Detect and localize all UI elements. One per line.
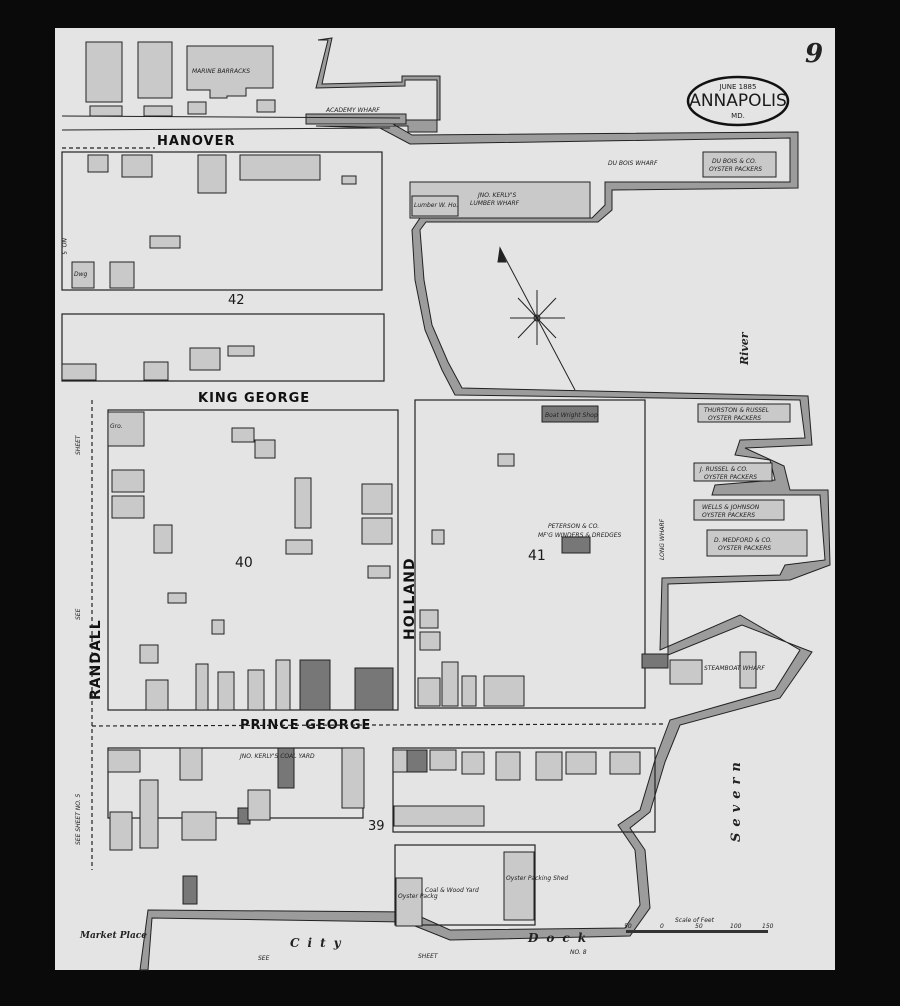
building xyxy=(89,105,123,117)
see-left-top: SEE xyxy=(75,608,82,620)
see-left-bottom: SEE SHEET NO. 5 xyxy=(75,793,82,845)
medford-label-2: OYSTER PACKERS xyxy=(718,545,771,552)
kerly-label: JNO. KERLY'S xyxy=(477,192,517,199)
sheet-left-top: SHEET xyxy=(75,434,82,455)
block-number-39: 39 xyxy=(368,819,385,834)
sheet-bottom: SHEET xyxy=(418,953,439,960)
see-bottom: SEE xyxy=(258,955,270,962)
block-number-40: 40 xyxy=(235,555,253,571)
wells-label: WELLS & JOHNSON xyxy=(702,504,760,511)
severn-label: Severn xyxy=(729,756,744,842)
oyster-packg-label: Oyster Packg xyxy=(398,893,438,900)
thurston-label-2: OYSTER PACKERS xyxy=(708,415,761,422)
du-bois-co-label-2: OYSTER PACKERS xyxy=(709,166,762,173)
no-left: NO. 5 xyxy=(60,238,67,255)
street-holland: HOLLAND xyxy=(402,557,418,640)
steamboat-wharf-label: STEAMBOAT WHARF xyxy=(704,665,765,672)
russel-label: J. RUSSEL & CO. xyxy=(699,466,748,473)
scale-tick: 50 xyxy=(695,923,703,930)
title-cartouche: JUNE 1885 ANNAPOLIS MD. xyxy=(686,75,790,127)
scale-tick: 100 xyxy=(730,923,742,930)
kerly-label-2: LUMBER WHARF xyxy=(470,200,520,207)
map-date: JUNE 1885 xyxy=(719,83,757,91)
block-number-41: 41 xyxy=(528,548,546,564)
market-place-label: Market Place xyxy=(79,931,147,941)
coal-wood-yard-label: Coal & Wood Yard xyxy=(425,887,479,894)
peterson-label: PETERSON & CO. xyxy=(548,523,599,530)
dock-label: Dock xyxy=(527,931,594,945)
boat-wright-label: Boat Wright Shop xyxy=(545,412,598,419)
block-39: 39 JNO. KERLY'S COAL YARD Oyster Packg O… xyxy=(107,747,656,927)
street-king-george: KING GEORGE xyxy=(198,391,310,406)
scale-label: Scale of Feet xyxy=(675,917,715,924)
block-number-42: 42 xyxy=(228,293,245,308)
oyster-shed-label: Oyster Packing Shed xyxy=(506,875,568,882)
grocery-label: Gro. xyxy=(110,423,123,430)
long-wharf-label: LONG WHARF xyxy=(659,518,666,560)
building xyxy=(186,45,274,99)
block-41: 41 Boat Wright Shop PETERSON & CO. MF'G … xyxy=(414,399,666,709)
scale-tick: 50 xyxy=(624,923,632,930)
river-label: River xyxy=(738,331,751,366)
peterson-label-2: MF'G WINDERS & DREDGES xyxy=(538,532,622,539)
dwelling-label: Dwg xyxy=(74,271,88,278)
scale-tick: 150 xyxy=(762,923,774,930)
wells-label-2: OYSTER PACKERS xyxy=(702,512,755,519)
kerly-coal-label: JNO. KERLY'S COAL YARD xyxy=(239,753,315,760)
shoreline-water xyxy=(139,37,831,971)
thurston-label: THURSTON & RUSSEL xyxy=(704,407,769,414)
city-label: City xyxy=(290,936,349,950)
street-hanover: HANOVER xyxy=(157,134,235,149)
boat-wright-shop xyxy=(541,405,599,423)
map-city: ANNAPOLIS xyxy=(689,91,787,111)
wharf-buildings: JNO. KERLY'S LUMBER WHARF Lumber W. Ho. … xyxy=(409,151,808,689)
building xyxy=(256,99,276,113)
block-40: 40 Gro. xyxy=(107,409,399,711)
sheet-number: 9 xyxy=(805,39,823,69)
street-randall: RANDALL xyxy=(88,619,104,700)
marine-barracks-area: MARINE BARRACKS ACADEMY WHARF xyxy=(85,41,380,117)
lumber-house-label: Lumber W. Ho. xyxy=(414,202,458,209)
du-bois-wharf-label: DU BOIS WHARF xyxy=(608,160,658,167)
scale-bar: Scale of Feet 50 0 50 100 150 xyxy=(624,917,774,933)
marine-barracks-label: MARINE BARRACKS xyxy=(192,68,250,75)
du-bois-co-label: DU BOIS & CO. xyxy=(712,158,756,165)
no-bottom: NO. 8 xyxy=(570,949,587,956)
map-state: MD. xyxy=(731,112,745,120)
academy-wharf-label: ACADEMY WHARF xyxy=(325,107,380,114)
block-42: 42 Dwg xyxy=(61,151,385,382)
building xyxy=(187,101,207,115)
medford-label: D. MEDFORD & CO. xyxy=(714,537,772,544)
scale-tick: 0 xyxy=(660,923,664,930)
russel-label-2: OYSTER PACKERS xyxy=(704,474,757,481)
building xyxy=(143,105,173,117)
compass-rose-icon xyxy=(497,246,576,391)
building xyxy=(137,41,173,99)
building xyxy=(85,41,123,103)
